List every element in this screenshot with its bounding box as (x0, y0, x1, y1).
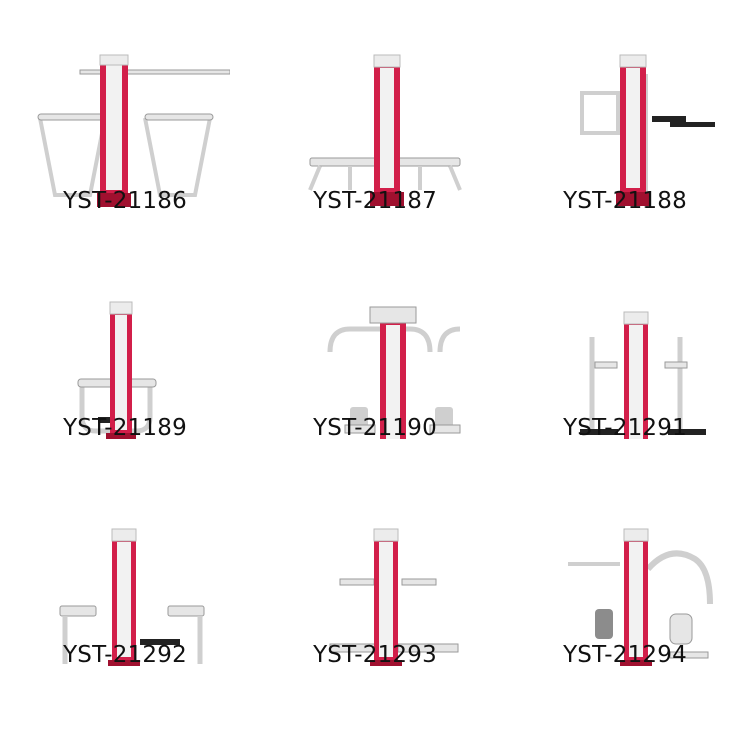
product-card-4[interactable]: YST-21189 (0, 227, 250, 454)
pull-down-seat-icon (520, 484, 730, 666)
product-card-7[interactable]: YST-21292 (0, 454, 250, 681)
product-card-2[interactable]: YST-21187 (250, 0, 500, 227)
product-card-3[interactable]: YST-21188 (500, 0, 750, 227)
product-code: YST-21186 (63, 188, 187, 214)
product-code: YST-21187 (313, 188, 437, 214)
leg-press-icon (20, 484, 230, 666)
bench-frame-icon (270, 30, 480, 212)
product-code: YST-21188 (563, 188, 687, 214)
product-card-9[interactable]: YST-21294 (500, 454, 750, 681)
product-code: YST-21190 (313, 415, 437, 441)
product-code: YST-21294 (563, 642, 687, 668)
push-pull-frame-icon (520, 30, 730, 212)
product-card-1[interactable]: YST-21186 (0, 0, 250, 227)
seated-row-icon (20, 257, 230, 439)
double-seat-press-icon (270, 257, 480, 439)
product-code: YST-21293 (313, 642, 437, 668)
product-card-5[interactable]: YST-21190 (250, 227, 500, 454)
product-code: YST-21189 (63, 415, 187, 441)
product-code: YST-21292 (63, 642, 187, 668)
product-card-8[interactable]: YST-21293 (250, 454, 500, 681)
chest-press-frame-icon (20, 30, 230, 212)
double-walker-icon (520, 257, 730, 439)
twister-frame-icon (270, 484, 480, 666)
product-card-6[interactable]: YST-21291 (500, 227, 750, 454)
product-code: YST-21291 (563, 415, 687, 441)
